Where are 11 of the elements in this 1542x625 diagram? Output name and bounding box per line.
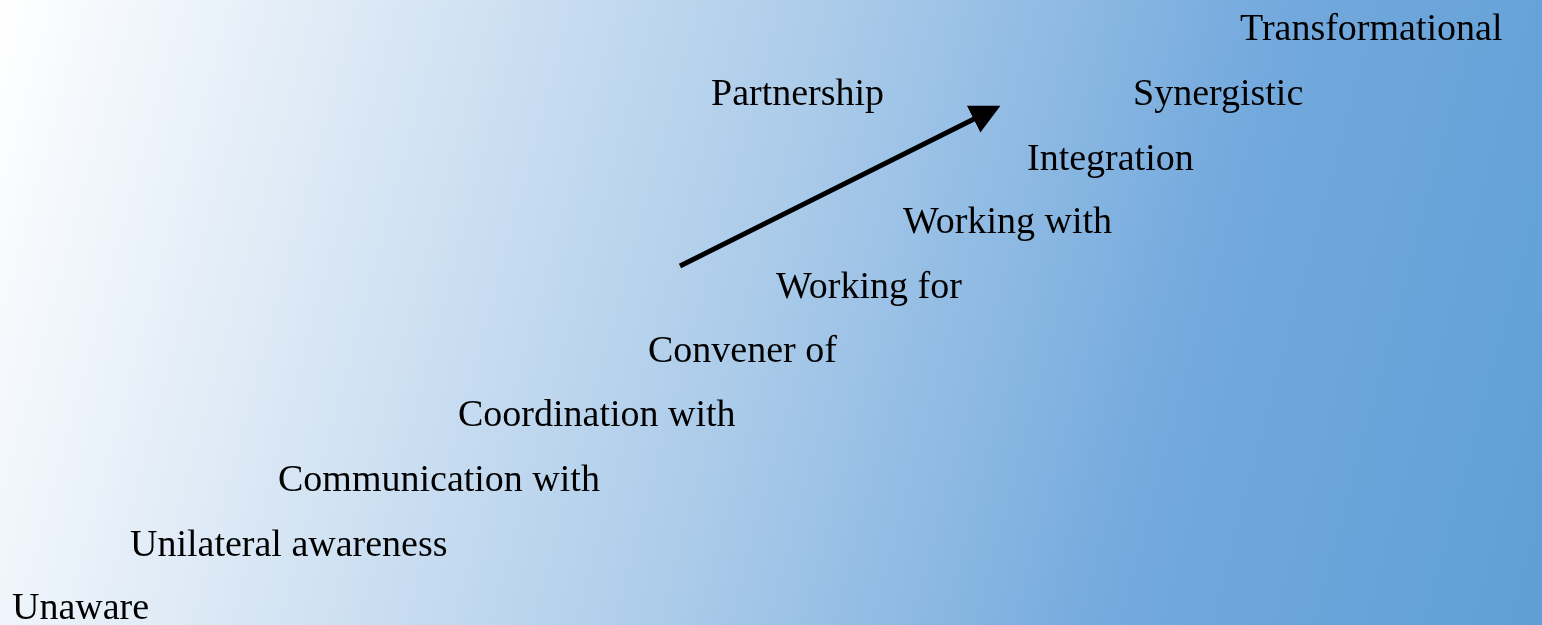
- stage-label: Communication with: [278, 457, 600, 499]
- stage-label: Coordination with: [458, 392, 736, 434]
- stage-label: Synergistic: [1133, 71, 1304, 113]
- stage-label: Working for: [776, 264, 962, 306]
- stage-label: Unilateral awareness: [130, 522, 448, 564]
- stage-label: Partnership: [711, 71, 885, 113]
- stage-label: Working with: [903, 199, 1113, 241]
- stage-label: Unaware: [12, 585, 150, 625]
- stage-label: Convener of: [648, 328, 837, 370]
- stage-label: Integration: [1027, 136, 1194, 178]
- stage-label: Transformational: [1240, 6, 1503, 48]
